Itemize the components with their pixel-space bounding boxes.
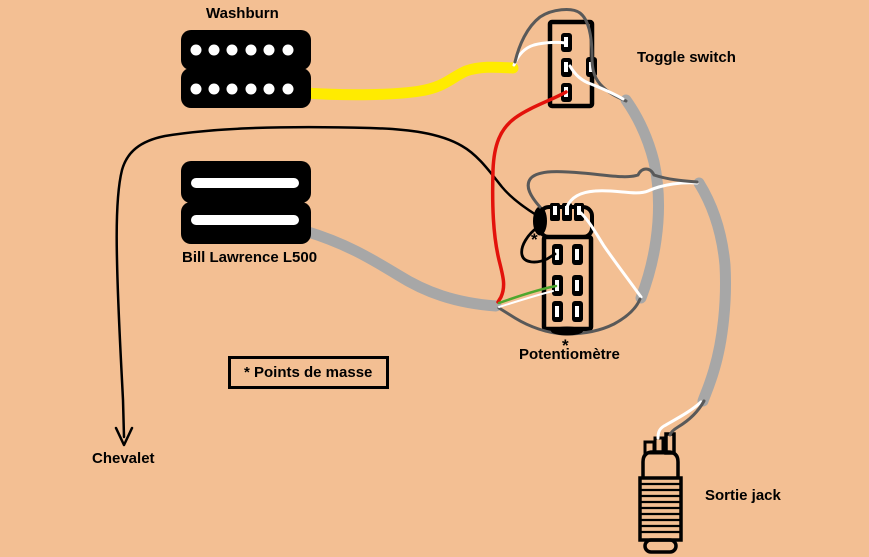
jack-white-lead — [656, 400, 703, 440]
toggle-lead-white-from-pickup — [512, 40, 568, 67]
pot-to-jack-cable — [693, 177, 732, 407]
ground-marker-pot-bottom: * — [562, 336, 569, 355]
bridge-ground-wire — [115, 125, 540, 439]
jack-threads — [641, 482, 680, 534]
washburn-pickup — [181, 30, 311, 108]
jack-shield-lead — [668, 399, 706, 437]
output-jack-label: Sortie jack — [705, 487, 781, 504]
output-jack — [638, 432, 683, 554]
pot-to-jack-shield-lead — [526, 167, 699, 209]
bill-lawrence-pickup — [181, 161, 311, 244]
hot-wire-red — [490, 90, 568, 304]
shield-wire-under-pot — [497, 297, 642, 336]
ground-marker-pot-shaft: * — [531, 230, 538, 249]
toggle-cable-white-to-pot — [579, 211, 643, 299]
pot-to-jack-white-lead — [565, 181, 699, 209]
pickup-white-lead — [498, 290, 554, 308]
toggle-to-pot-cable — [620, 94, 664, 304]
potentiometer-label: Potentiomètre — [519, 346, 620, 363]
potentiometer — [533, 203, 594, 332]
pot-casing-ground-loop — [520, 225, 557, 264]
washburn-label: Washburn — [206, 5, 279, 22]
ground-points-legend: * Points de masse — [228, 356, 390, 389]
washburn-wire-yellow — [299, 61, 519, 101]
toggle-lead-shield-gray — [513, 8, 628, 103]
bill-lawrence-cable — [299, 225, 502, 312]
pot-bottom-ground-lug — [551, 326, 583, 336]
jack-lug-sleeve — [664, 432, 676, 455]
toggle-lead-white-to-cable — [568, 64, 625, 101]
bill-lawrence-label: Bill Lawrence L500 — [182, 249, 318, 266]
bridge-label: Chevalet — [92, 450, 155, 467]
bridge-arrowhead-icon — [114, 426, 134, 447]
toggle-switch-label: Toggle switch — [637, 49, 736, 66]
pickup-green-lead — [497, 284, 558, 305]
